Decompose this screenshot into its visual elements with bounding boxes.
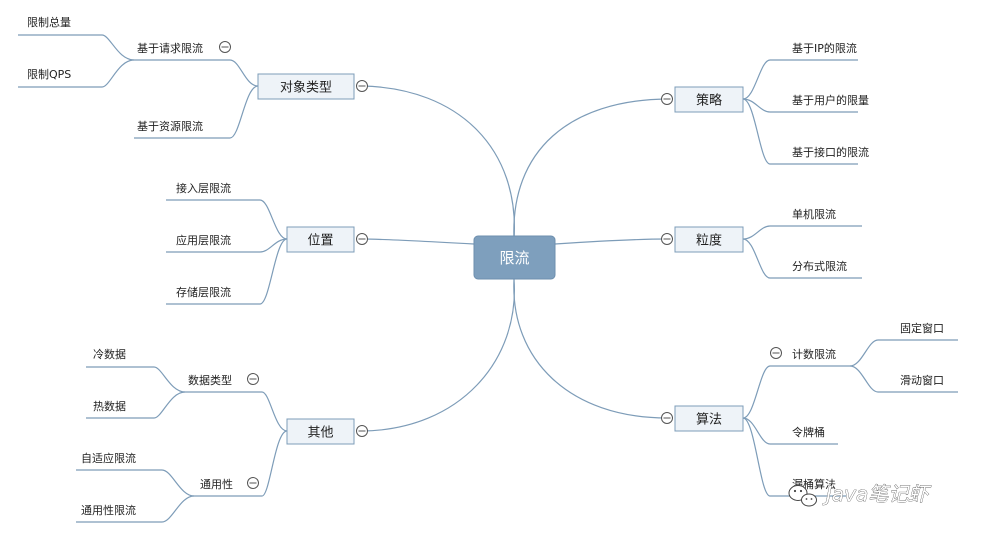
leaf-resource-limit: 基于资源限流 (137, 119, 203, 133)
collapse-request-limit-icon[interactable] (219, 41, 231, 53)
collapse-generality-icon[interactable] (247, 477, 259, 489)
node-other-label: 其他 (307, 426, 333, 441)
leaf-api-limit: 基于接口的限流 (792, 145, 869, 159)
node-algorithm[interactable]: 算法 (674, 405, 744, 432)
leaf-distributed-limit: 分布式限流 (792, 259, 847, 273)
collapse-strategy-icon[interactable] (661, 93, 673, 105)
leaf-limit-total: 限制总量 (27, 15, 71, 29)
leaf-access-layer: 接入层限流 (176, 181, 231, 195)
leaf-app-layer: 应用层限流 (176, 233, 231, 247)
left-connectors (18, 34, 288, 523)
leaf-limit-qps: 限制QPS (27, 68, 71, 81)
leaf-sliding-window: 滑动窗口 (900, 373, 944, 387)
center-node[interactable]: 限流 (473, 235, 556, 280)
node-other[interactable]: 其他 (286, 418, 355, 445)
leaf-adaptive-limit: 自适应限流 (81, 451, 136, 465)
leaf-cold-data: 冷数据 (93, 347, 126, 361)
leaf-token-bucket: 令牌桶 (792, 425, 825, 439)
leaf-generality: 通用性 (200, 477, 233, 491)
node-granularity-label: 粒度 (696, 233, 722, 249)
leaf-user-limit: 基于用户的限量 (792, 93, 869, 107)
collapse-counter-icon[interactable] (770, 347, 782, 359)
collapse-granularity-icon[interactable] (661, 233, 673, 245)
watermark-text: Java笔记虾 (822, 482, 931, 506)
collapse-other-icon[interactable] (356, 425, 368, 437)
leaf-counter-limit: 计数限流 (792, 347, 836, 361)
leaf-fixed-window: 固定窗口 (900, 321, 944, 335)
node-algorithm-label: 算法 (696, 413, 722, 428)
node-position[interactable]: 位置 (286, 226, 355, 253)
leaf-request-limit: 基于请求限流 (137, 41, 203, 55)
right-connectors (742, 59, 958, 497)
node-strategy[interactable]: 策略 (674, 86, 744, 113)
center-connectors (361, 85, 668, 432)
leaf-standalone-limit: 单机限流 (792, 207, 836, 221)
leaf-storage-layer: 存储层限流 (176, 285, 231, 299)
collapse-object-type-icon[interactable] (356, 80, 368, 92)
leaf-generic-limit: 通用性限流 (81, 503, 136, 517)
collapse-data-type-icon[interactable] (247, 373, 259, 385)
node-position-label: 位置 (307, 234, 333, 249)
wechat-icon (788, 485, 817, 507)
node-strategy-label: 策略 (696, 93, 722, 109)
collapse-algorithm-icon[interactable] (661, 412, 673, 424)
watermark: Java笔记虾 (788, 482, 932, 507)
leaf-data-type: 数据类型 (188, 373, 232, 387)
leaf-hot-data: 热数据 (93, 399, 126, 413)
leaf-ip-limit: 基于IP的限流 (792, 41, 857, 55)
collapse-position-icon[interactable] (356, 233, 368, 245)
node-granularity[interactable]: 粒度 (674, 226, 744, 253)
node-object-type[interactable]: 对象类型 (257, 73, 355, 100)
node-object-type-label: 对象类型 (280, 81, 332, 96)
center-label: 限流 (499, 249, 529, 267)
